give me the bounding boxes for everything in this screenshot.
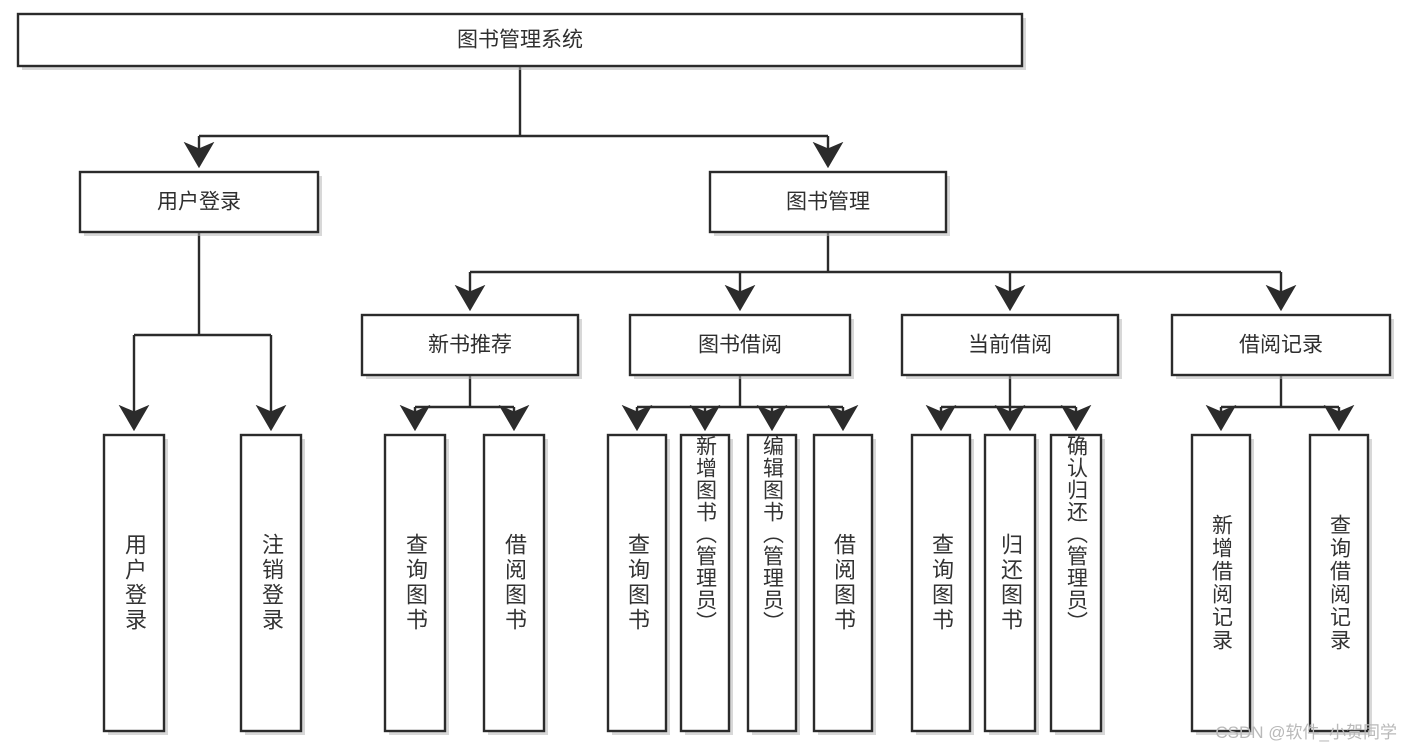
node-leaf-edit-book[interactable] xyxy=(746,433,800,735)
leaf-box xyxy=(1190,433,1252,733)
node-borrow-record[interactable]: 借阅记录 xyxy=(1170,313,1394,379)
leaf-box xyxy=(746,433,798,733)
leaf-box xyxy=(910,433,972,733)
leaf-box xyxy=(239,433,303,733)
node-current-borrow-label: 当前借阅 xyxy=(968,334,1052,357)
node-book-manage-label: 图书管理 xyxy=(786,191,870,214)
node-leaf-return-book[interactable] xyxy=(983,433,1039,735)
node-new-book-rec[interactable]: 新书推荐 xyxy=(360,313,582,379)
node-leaf-confirm-return[interactable] xyxy=(1049,433,1105,735)
node-leaf-query-book-rec[interactable] xyxy=(383,433,449,735)
leaf-box xyxy=(812,433,874,733)
leaf-box xyxy=(983,433,1037,733)
node-leaf-borrow-book[interactable] xyxy=(812,433,876,735)
node-borrow-record-label: 借阅记录 xyxy=(1239,334,1323,357)
edges-layer xyxy=(118,66,1355,432)
node-leaf-logout[interactable] xyxy=(239,433,305,735)
node-leaf-query-book-cur[interactable] xyxy=(910,433,974,735)
node-leaf-query-book-borrow[interactable] xyxy=(606,433,670,735)
node-user-login-label: 用户登录 xyxy=(157,191,241,214)
nodes-layer: 图书管理系统 用户登录 图书管理 新书推荐 图书借阅 当前借阅 xyxy=(16,12,1394,735)
leaf-box xyxy=(606,433,668,733)
node-leaf-add-record[interactable] xyxy=(1190,433,1254,735)
node-book-manage-box xyxy=(708,170,948,234)
node-book-borrow[interactable]: 图书借阅 xyxy=(628,313,854,379)
node-book-manage[interactable]: 图书管理 xyxy=(708,170,950,236)
node-leaf-borrow-book-rec[interactable] xyxy=(482,433,548,735)
node-new-book-rec-label: 新书推荐 xyxy=(428,334,512,357)
node-user-login-box xyxy=(78,170,320,234)
node-book-borrow-label: 图书借阅 xyxy=(698,334,782,357)
leaf-box xyxy=(102,433,166,733)
node-current-borrow-box xyxy=(900,313,1120,377)
node-current-borrow[interactable]: 当前借阅 xyxy=(900,313,1122,379)
node-root[interactable]: 图书管理系统 xyxy=(16,12,1026,70)
node-borrow-record-box xyxy=(1170,313,1392,377)
leaf-box xyxy=(1308,433,1370,733)
node-user-login[interactable]: 用户登录 xyxy=(78,170,322,236)
node-leaf-query-record[interactable] xyxy=(1308,433,1372,735)
node-root-label: 图书管理系统 xyxy=(457,29,583,52)
leaf-box xyxy=(679,433,731,733)
node-new-book-rec-box xyxy=(360,313,580,377)
leaf-box xyxy=(383,433,447,733)
node-book-borrow-box xyxy=(628,313,852,377)
node-leaf-user-login[interactable] xyxy=(102,433,168,735)
node-root-box xyxy=(16,12,1024,68)
leaf-box xyxy=(482,433,546,733)
node-leaf-add-book[interactable] xyxy=(679,433,733,735)
leaf-box xyxy=(1049,433,1103,733)
